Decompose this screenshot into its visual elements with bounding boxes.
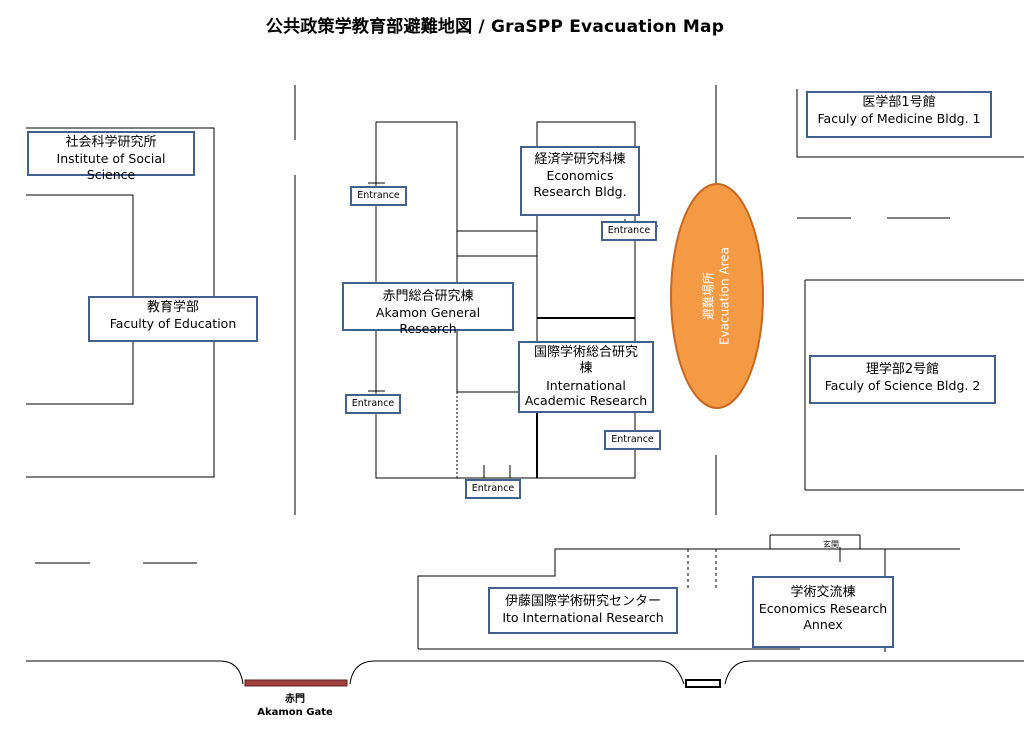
evacuation-area [670,183,764,409]
label-medicine: 医学部1号館 Faculy of Medicine Bldg. 1 [806,91,992,138]
label-annex: 学術交流棟 Economics Research Annex [752,576,894,648]
small-gate [685,679,721,688]
label-ito: 伊藤国際学術研究センター Ito International Research [488,587,678,634]
entrance-marker: Entrance [350,186,407,206]
entrance-marker: Entrance [345,394,401,414]
road-lines [35,85,950,564]
akamon-gate-label: 赤門 Akamon Gate [257,694,333,718]
genkan-label: 玄関 [823,540,839,549]
label-education: 教育学部 Faculty of Education [88,296,258,342]
entrance-marker: Entrance [604,430,661,450]
entrance-marker: Entrance [465,479,521,499]
label-akamon-general: 赤門総合研究棟 Akamon General Research [342,282,514,336]
page-title: 公共政策学教育部避難地図 / GraSPP Evacuation Map [265,17,725,37]
label-economics: 経済学研究科棟 Economics Research Bldg. [520,146,640,216]
label-social-science: 社会科学研究所 Institute of Social Science [27,131,195,182]
building-outlines [26,89,1024,685]
label-international: 国際学術総合研究 棟 International Academic Resear… [518,341,654,413]
akamon-gate-bar [244,679,348,687]
entrance-marker: Entrance [601,221,657,241]
evacuation-area-label: 避難場所 Evacuation Area [701,246,731,346]
label-science: 理学部2号館 Faculy of Science Bldg. 2 [809,355,996,404]
